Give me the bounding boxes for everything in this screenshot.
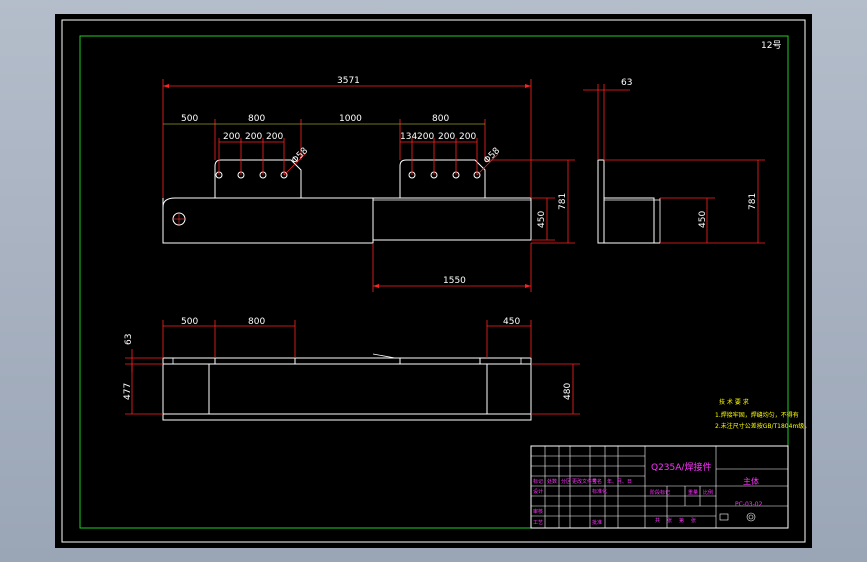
- dim-hole-a2: 200: [245, 132, 262, 142]
- projection-symbol-icon: [719, 513, 729, 521]
- notes-line1: 1.焊接牢固，焊缝均匀，不得有: [715, 411, 799, 419]
- technical-notes: 技 术 要 求 1.焊接牢固，焊缝均匀，不得有 2.未注尺寸公差按GB/T180…: [715, 398, 810, 430]
- hole-plate-left: [214, 159, 302, 198]
- dim-top-500: 500: [181, 317, 198, 327]
- dim-height-781: 781: [558, 193, 568, 210]
- tb-weight-label: 重量: [688, 489, 698, 496]
- notes-line2: 2.未注尺寸公差按GB/T1804m级。: [715, 422, 810, 430]
- dim-side-781: 781: [748, 193, 758, 210]
- dim-dia-a: Φ58: [290, 146, 310, 166]
- tb-sheet-no: 第: [679, 517, 684, 524]
- notes-title: 技 术 要 求: [719, 398, 749, 406]
- title-block: 标记 处数 分区 更改文件号 签名 年、月、日 设计 标准化 审核 工艺 批准 …: [530, 445, 789, 529]
- drawing-canvas: 12号: [61, 19, 810, 543]
- tb-stage-label: 阶段标记: [650, 489, 670, 496]
- side-view: 63 450 781: [583, 78, 765, 244]
- tb-label-craft: 工艺: [533, 520, 543, 526]
- dim-top-477: 477: [123, 383, 133, 400]
- tb-label-zone: 分区: [561, 478, 571, 485]
- tb-label-std: 标准化: [592, 488, 607, 495]
- tb-label-approve: 批准: [592, 519, 602, 526]
- tb-label-mark: 标记: [533, 478, 543, 485]
- dim-hole-a1: 200: [223, 132, 240, 142]
- tb-label-design: 设计: [533, 488, 543, 495]
- dim-top-450: 450: [503, 317, 520, 327]
- dim-top-thickness: 63: [124, 334, 134, 345]
- tb-label-change: 更改文件号: [572, 478, 597, 485]
- beam-outline: [162, 197, 532, 244]
- dim-hole-b1: 134: [400, 132, 417, 142]
- tb-sheet-unit2: 张: [691, 517, 696, 524]
- dim-hole-b3: 200: [438, 132, 455, 142]
- dim-side-thickness: 63: [621, 78, 632, 88]
- dim-top-480: 480: [563, 383, 573, 400]
- tb-sheet-unit1: 张: [667, 517, 672, 524]
- tb-label-sign: 签名: [592, 478, 602, 485]
- dim-1000: 1000: [339, 114, 362, 124]
- dim-800b: 800: [432, 114, 449, 124]
- tb-part-name: 主体: [743, 476, 759, 486]
- front-view: 3571 500 800 1000 800 200 200 200 134 20…: [162, 76, 575, 292]
- dim-hole-b4: 200: [459, 132, 476, 142]
- dim-side-450: 450: [698, 211, 708, 228]
- dim-500: 500: [181, 114, 198, 124]
- tb-sheet-total: 共: [655, 517, 660, 524]
- tb-label-review: 审核: [533, 508, 543, 515]
- tb-material: Q235A/焊接件: [651, 461, 711, 473]
- tb-scale-label: 比例: [703, 489, 713, 496]
- inner-frame: [79, 35, 789, 529]
- tb-drawing-no: PC-03-02: [735, 501, 763, 508]
- hole-plate-right: [399, 159, 486, 198]
- corner-mark: 12号: [761, 40, 781, 51]
- dim-hole-a3: 200: [266, 132, 283, 142]
- drawing-sheet[interactable]: 12号: [55, 14, 812, 548]
- dim-1550: 1550: [443, 276, 466, 286]
- dim-800a: 800: [248, 114, 265, 124]
- tb-label-date: 年、月、日: [607, 478, 632, 485]
- dim-height-450: 450: [537, 211, 547, 228]
- top-view: 500 800 450 63 477 480: [123, 317, 580, 421]
- dim-top-800: 800: [248, 317, 265, 327]
- dim-hole-b2: 200: [417, 132, 434, 142]
- dim-overall-length: 3571: [337, 76, 360, 86]
- outer-border: [61, 19, 806, 543]
- tb-label-count: 处数: [547, 478, 557, 485]
